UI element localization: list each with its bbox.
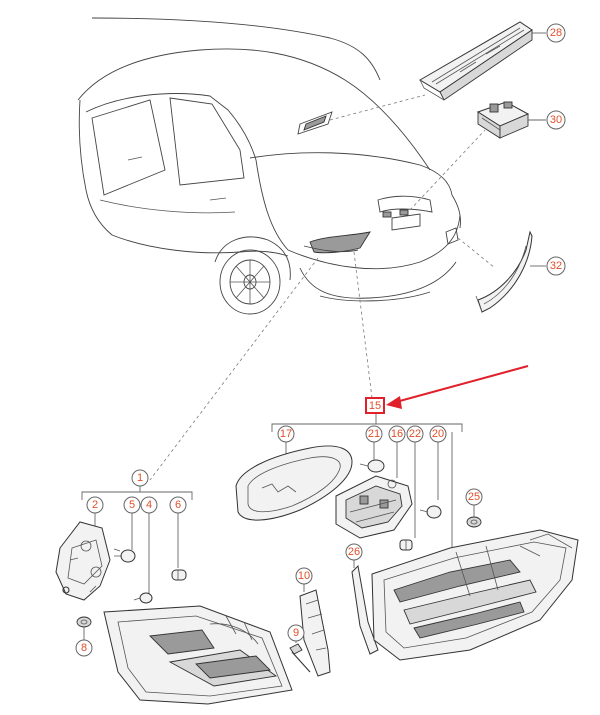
part-28-high-brake-light (419, 21, 533, 101)
callout-5: 5 (123, 496, 141, 514)
part-25-nut (466, 516, 482, 528)
callout-label: 22 (409, 428, 421, 440)
callout-label: 2 (92, 499, 98, 511)
callout-label: 32 (550, 260, 562, 272)
bracket-group-15 (271, 414, 463, 548)
callout-label: 4 (146, 499, 152, 511)
highlight-arrow (365, 365, 529, 414)
part-8-nut (76, 616, 92, 628)
callout-16: 16 (388, 425, 406, 443)
callout-9: 9 (287, 624, 305, 643)
part-22-bulb (399, 539, 413, 551)
callout-2: 2 (86, 496, 104, 514)
callout-28: 28 (532, 23, 566, 43)
callout-10: 10 (295, 567, 313, 592)
car-rear-view-illustration (77, 17, 461, 315)
part-26-trim-strip (351, 564, 379, 655)
part-16-bulb-carrier (335, 475, 413, 539)
callout-6: 6 (169, 496, 187, 514)
part-30-license-plate-light (476, 101, 530, 139)
callout-17: 17 (277, 425, 295, 443)
callout-label: 21 (368, 428, 380, 440)
part-2-bulb-holder (55, 521, 111, 601)
callout-20: 20 (429, 425, 447, 443)
callout-label: 20 (432, 428, 444, 440)
part-6-bulb (171, 569, 187, 581)
callout-label: 25 (468, 491, 480, 503)
callout-8: 8 (75, 627, 93, 657)
callout-label: 1 (137, 472, 143, 484)
callout-label: 26 (348, 546, 360, 558)
leader-lines (149, 94, 496, 481)
callout-label: 6 (175, 499, 181, 511)
part-17-gasket-seal (235, 445, 353, 521)
callout-label: 17 (280, 428, 292, 440)
callout-label: 15 (369, 400, 381, 412)
callout-label: 10 (298, 570, 310, 582)
part-10-mounting-bracket (299, 589, 331, 677)
part-32-rear-reflector (475, 230, 533, 313)
callout-15: 15 (369, 400, 381, 412)
inner-tail-light-housing (371, 529, 579, 661)
outer-tail-light-housing (103, 605, 293, 705)
callout-32: 32 (530, 256, 566, 276)
callout-22: 22 (406, 425, 424, 443)
callout-label: 30 (550, 114, 562, 126)
part-21-bulb (359, 459, 385, 473)
callout-label: 8 (81, 642, 87, 654)
callout-30: 30 (528, 110, 566, 130)
part-5-bulb (113, 548, 136, 563)
part-20-bulb (419, 505, 442, 519)
callout-label: 16 (391, 428, 403, 440)
callout-1: 1 (131, 469, 149, 487)
callout-label: 28 (550, 27, 562, 39)
callout-26: 26 (345, 543, 363, 568)
callout-25: 25 (465, 488, 483, 517)
part-4-bulb (133, 592, 153, 604)
callout-21: 21 (365, 425, 383, 443)
part-9-screw (289, 643, 311, 673)
callout-4: 4 (140, 496, 158, 514)
callout-label: 5 (129, 499, 135, 511)
callout-label: 9 (293, 627, 299, 639)
